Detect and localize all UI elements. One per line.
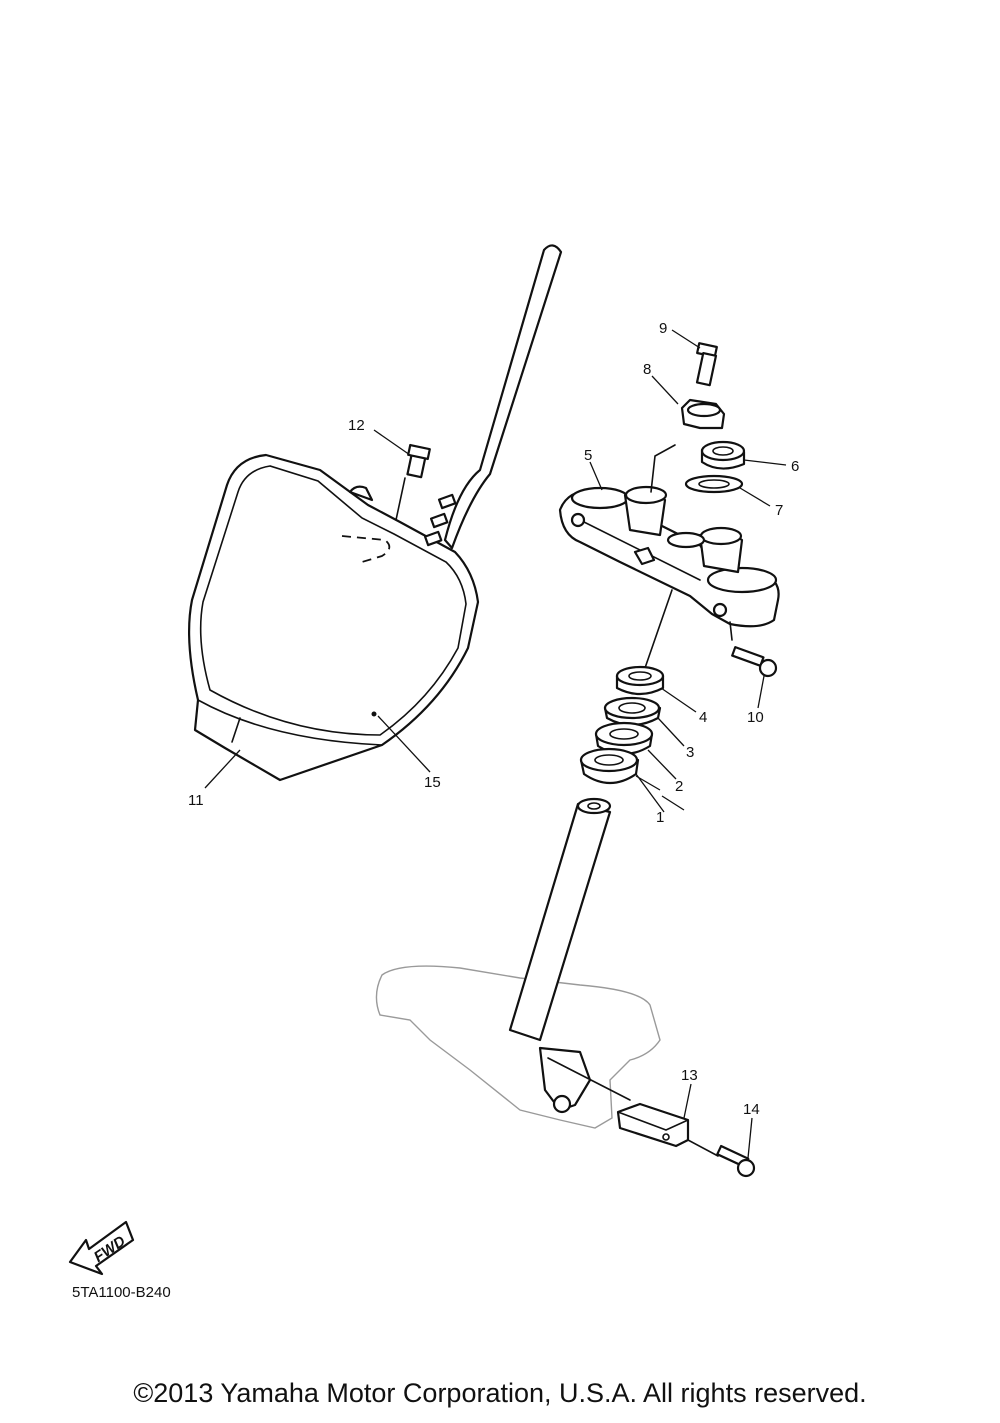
assembly-line-holder [650, 444, 676, 493]
number-plate-assembly [187, 244, 563, 782]
plate-slot-2 [429, 512, 449, 529]
bolt-9 [695, 342, 718, 387]
plate-top-tab [348, 485, 374, 502]
callout-3: 3 [686, 744, 694, 761]
callout-1: 1 [656, 809, 664, 826]
lower-bracket-detail [538, 1046, 592, 1114]
washer-7 [684, 474, 744, 494]
plate-slot-1 [437, 493, 457, 510]
callout-6: 6 [791, 458, 799, 475]
assembly-line-stem [644, 589, 673, 669]
bolt-14 [687, 1139, 756, 1178]
seal-1 [579, 747, 640, 785]
fwd-arrow-icon: FWD [68, 1220, 135, 1276]
sticker-point-15 [371, 711, 377, 717]
steering-stem [508, 797, 612, 1042]
upper-bracket-5 [558, 485, 780, 628]
callout-4: 4 [699, 709, 707, 726]
callout-15: 15 [424, 774, 441, 791]
plate-stay [443, 244, 563, 550]
callout-8: 8 [643, 361, 651, 378]
bolt-12 [395, 443, 431, 521]
callout-labels: 1 2 3 4 5 6 7 8 9 10 11 12 13 14 15 [188, 320, 799, 1118]
diagram-code: 5TA1100-B240 [72, 1284, 171, 1301]
callout-5: 5 [584, 447, 592, 464]
callout-12: 12 [348, 417, 365, 434]
callout-13: 13 [681, 1067, 698, 1084]
plate-slot-3 [423, 530, 443, 547]
number-plate-inner-rim [199, 465, 467, 736]
leader-lines [204, 329, 787, 1159]
callout-7: 7 [775, 502, 783, 519]
callout-10: 10 [747, 709, 764, 726]
plate-hidden-line [341, 535, 391, 563]
plate-skirt-line [197, 699, 383, 746]
collar-6 [700, 440, 746, 470]
callout-14: 14 [743, 1101, 760, 1118]
copyright-notice: ©2013 Yamaha Motor Corporation, U.S.A. A… [133, 1378, 867, 1408]
handlebar-holder-8 [680, 398, 726, 430]
bolt-10 [729, 621, 778, 678]
callout-2: 2 [675, 778, 683, 795]
callout-9: 9 [659, 320, 667, 337]
plate-skirt-crease [231, 717, 241, 743]
callout-11: 11 [188, 792, 204, 809]
ring-nut-4 [615, 665, 665, 696]
washer-3 [603, 696, 662, 727]
lower-bracket-ghost [375, 965, 661, 1129]
